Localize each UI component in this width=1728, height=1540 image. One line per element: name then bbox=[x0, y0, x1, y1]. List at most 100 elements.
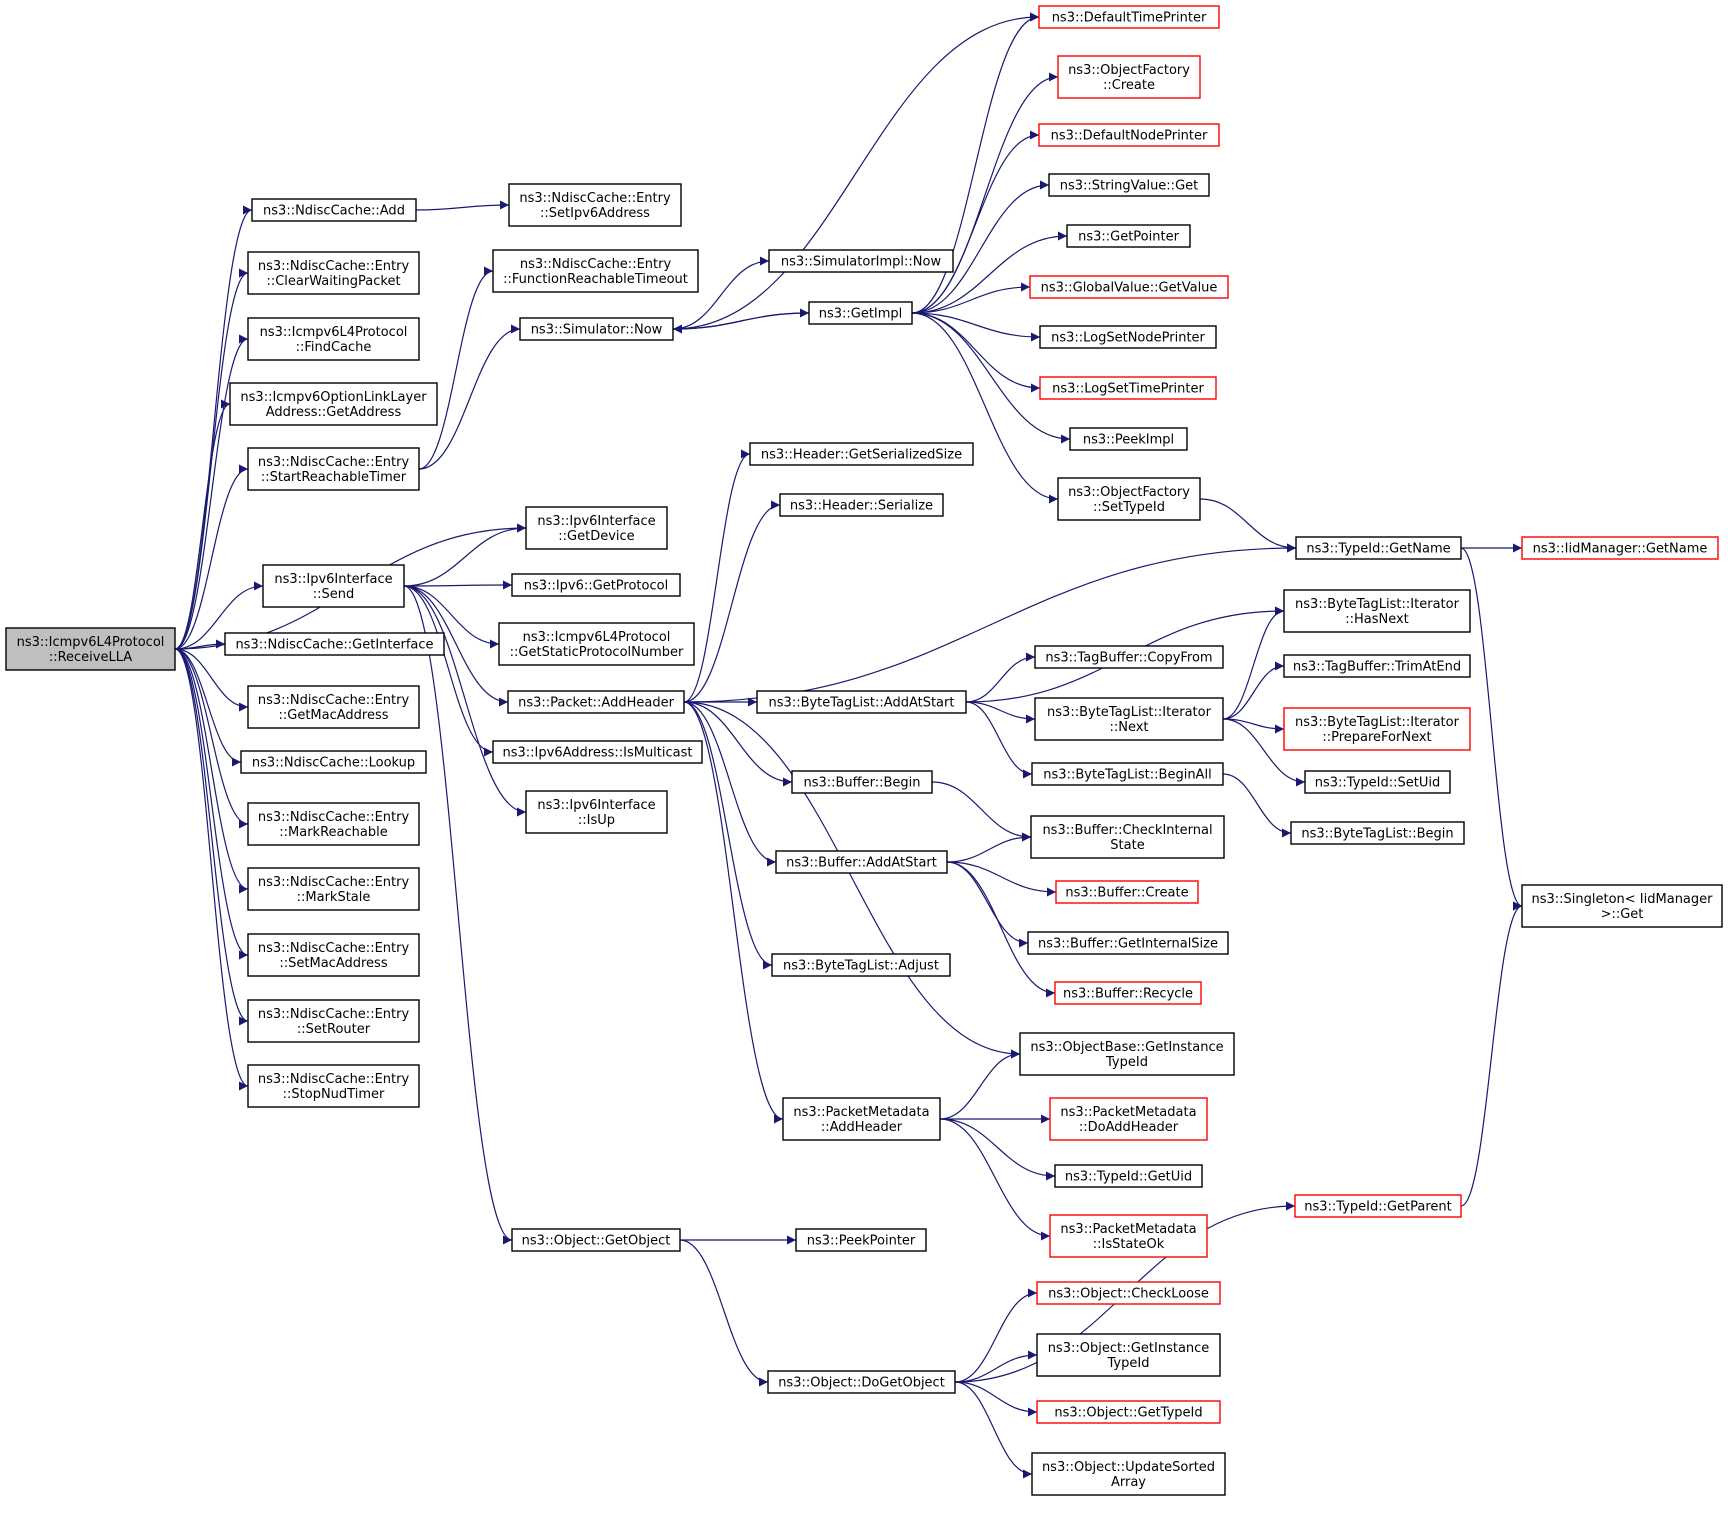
node-label: ns3::ObjectFactory bbox=[1068, 63, 1190, 78]
node-box bbox=[247, 447, 420, 491]
node-typeid-getparent[interactable]: ns3::TypeId::GetParent bbox=[1294, 1194, 1462, 1218]
node-entry-setrouter[interactable]: ns3::NdiscCache::Entry::SetRouter bbox=[247, 999, 420, 1043]
node-box bbox=[525, 506, 668, 550]
node-tagbuffer-trimatend[interactable]: ns3::TagBuffer::TrimAtEnd bbox=[1283, 654, 1471, 678]
node-tagbuffer-copyfrom[interactable]: ns3::TagBuffer::CopyFrom bbox=[1034, 645, 1224, 669]
node-receivella[interactable]: ns3::Icmpv6L4Protocol::ReceiveLLA bbox=[5, 627, 176, 671]
edge-line bbox=[683, 500, 781, 703]
node-label: ns3::DefaultNodePrinter bbox=[1051, 129, 1208, 144]
edge-line bbox=[939, 1118, 1056, 1181]
node-getpointer[interactable]: ns3::GetPointer bbox=[1066, 224, 1191, 248]
node-label: ns3::SimulatorImpl::Now bbox=[781, 255, 942, 270]
node-label: ns3::Icmpv6L4Protocol bbox=[17, 635, 165, 650]
node-bytetaglist-begin[interactable]: ns3::ByteTagList::Begin bbox=[1290, 821, 1465, 845]
edge-line bbox=[403, 585, 527, 817]
node-header-serialize[interactable]: ns3::Header::Serialize bbox=[779, 493, 944, 517]
node-objectfactory-settypeid[interactable]: ns3::ObjectFactory::SetTypeId bbox=[1057, 477, 1201, 521]
node-entry-setipv6[interactable]: ns3::NdiscCache::Entry::SetIpv6Address bbox=[508, 183, 682, 227]
node-buffer-addatstart[interactable]: ns3::Buffer::AddAtStart bbox=[775, 850, 948, 874]
node-peekimpl[interactable]: ns3::PeekImpl bbox=[1069, 427, 1188, 451]
node-label: ::MarkReachable bbox=[279, 825, 387, 840]
node-getimpl[interactable]: ns3::GetImpl bbox=[808, 301, 913, 325]
node-bytetaglist-addatstart[interactable]: ns3::ByteTagList::AddAtStart bbox=[756, 690, 967, 714]
node-logsetnodeprinter[interactable]: ns3::LogSetNodePrinter bbox=[1039, 325, 1217, 349]
node-ndisc-add[interactable]: ns3::NdiscCache::Add bbox=[251, 198, 417, 222]
node-simulator-now[interactable]: ns3::Simulator::Now bbox=[519, 317, 674, 341]
node-label: ::SetMacAddress bbox=[279, 956, 387, 971]
node-ipv6if-getdevice[interactable]: ns3::Ipv6Interface::GetDevice bbox=[525, 506, 668, 550]
node-defaulttimeprinter[interactable]: ns3::DefaultTimePrinter bbox=[1038, 5, 1220, 29]
node-ipv6if-send[interactable]: ns3::Ipv6Interface::Send bbox=[262, 564, 405, 608]
node-ipv6addr-ismulticast[interactable]: ns3::Ipv6Address::IsMulticast bbox=[492, 740, 703, 764]
edge-line bbox=[911, 282, 1031, 314]
node-logsettimeprinter[interactable]: ns3::LogSetTimePrinter bbox=[1039, 376, 1217, 400]
node-typeid-getname[interactable]: ns3::TypeId::GetName bbox=[1295, 536, 1462, 560]
node-label: ns3::TypeId::SetUid bbox=[1315, 776, 1440, 791]
node-entry-clearwaiting[interactable]: ns3::NdiscCache::Entry::ClearWaitingPack… bbox=[247, 251, 420, 295]
node-globalvalue-getvalue[interactable]: ns3::GlobalValue::GetValue bbox=[1029, 275, 1229, 299]
node-entry-funcreachable[interactable]: ns3::NdiscCache::Entry::FunctionReachabl… bbox=[492, 249, 699, 293]
node-label: ::SetTypeId bbox=[1093, 500, 1165, 515]
node-box bbox=[492, 249, 699, 293]
node-icmpv6-getstaticproto[interactable]: ns3::Icmpv6L4Protocol::GetStaticProtocol… bbox=[498, 622, 695, 666]
node-objectfactory-create[interactable]: ns3::ObjectFactory::Create bbox=[1057, 55, 1201, 99]
edge-line bbox=[911, 312, 1041, 393]
node-bytetaglist-adjust[interactable]: ns3::ByteTagList::Adjust bbox=[771, 953, 951, 977]
node-box bbox=[508, 183, 682, 227]
node-object-getobject[interactable]: ns3::Object::GetObject bbox=[511, 1228, 681, 1252]
node-entry-stopnud[interactable]: ns3::NdiscCache::Entry::StopNudTimer bbox=[247, 1064, 420, 1108]
node-packet-addheader[interactable]: ns3::Packet::AddHeader bbox=[507, 690, 685, 714]
node-packetmetadata-doaddheader[interactable]: ns3::PacketMetadata::DoAddHeader bbox=[1049, 1097, 1208, 1141]
node-header-getserializedsize[interactable]: ns3::Header::GetSerializedSize bbox=[749, 442, 974, 466]
edge-line bbox=[672, 312, 810, 334]
node-buffer-getinternalsize[interactable]: ns3::Buffer::GetInternalSize bbox=[1027, 931, 1229, 955]
node-buffer-begin[interactable]: ns3::Buffer::Begin bbox=[791, 770, 933, 794]
edge-line bbox=[174, 648, 249, 1026]
node-buffer-create[interactable]: ns3::Buffer::Create bbox=[1055, 880, 1199, 904]
node-iter-hasnext[interactable]: ns3::ByteTagList::Iterator::HasNext bbox=[1283, 589, 1471, 633]
node-label: ns3::Object::CheckLoose bbox=[1048, 1287, 1209, 1302]
node-bytetaglist-beginall[interactable]: ns3::ByteTagList::BeginAll bbox=[1031, 762, 1224, 786]
node-entry-markstale[interactable]: ns3::NdiscCache::Entry::MarkStale bbox=[247, 867, 420, 911]
edge-line bbox=[683, 701, 1021, 1059]
edge-ipv6if-send-to-object-getobject bbox=[403, 585, 513, 1245]
node-entry-setmac[interactable]: ns3::NdiscCache::Entry::SetMacAddress bbox=[247, 933, 420, 977]
node-singleton-get[interactable]: ns3::Singleton< IidManager>::Get bbox=[1521, 884, 1723, 928]
node-entry-getmac[interactable]: ns3::NdiscCache::Entry::GetMacAddress bbox=[247, 685, 420, 729]
node-iter-preparefornext[interactable]: ns3::ByteTagList::Iterator::PrepareForNe… bbox=[1283, 707, 1471, 751]
edge-typeid-getparent-to-singleton-get bbox=[1460, 901, 1523, 1207]
edge-line bbox=[683, 449, 751, 703]
node-packetmetadata-addheader[interactable]: ns3::PacketMetadata::AddHeader bbox=[782, 1097, 941, 1141]
node-iidmanager-getname[interactable]: ns3::IidManager::GetName bbox=[1521, 536, 1719, 560]
node-entry-startreachable[interactable]: ns3::NdiscCache::Entry::StartReachableTi… bbox=[247, 447, 420, 491]
node-ndisc-getinterface[interactable]: ns3::NdiscCache::GetInterface bbox=[224, 632, 445, 656]
node-typeid-getuid[interactable]: ns3::TypeId::GetUid bbox=[1054, 1164, 1203, 1188]
node-simimpl-now[interactable]: ns3::SimulatorImpl::Now bbox=[768, 249, 954, 273]
node-ndisc-lookup[interactable]: ns3::NdiscCache::Lookup bbox=[240, 750, 427, 774]
edge-object-dogetobject-to-object-getinstancetypeid bbox=[954, 1350, 1038, 1383]
node-defaultnodeprinter[interactable]: ns3::DefaultNodePrinter bbox=[1038, 123, 1220, 147]
node-packetmetadata-isstateok[interactable]: ns3::PacketMetadata::IsStateOk bbox=[1049, 1214, 1208, 1258]
node-iter-next[interactable]: ns3::ByteTagList::Iterator::Next bbox=[1034, 697, 1224, 741]
node-ipv6if-isup[interactable]: ns3::Ipv6Interface::IsUp bbox=[525, 790, 668, 834]
node-peekpointer[interactable]: ns3::PeekPointer bbox=[795, 1228, 927, 1252]
node-optlinklayer-getaddress[interactable]: ns3::Icmpv6OptionLinkLayerAddress::GetAd… bbox=[229, 382, 438, 426]
node-object-gettypeid[interactable]: ns3::Object::GetTypeId bbox=[1036, 1400, 1221, 1424]
edge-line bbox=[418, 324, 521, 470]
node-buffer-recycle[interactable]: ns3::Buffer::Recycle bbox=[1054, 981, 1202, 1005]
node-findcache[interactable]: ns3::Icmpv6L4Protocol::FindCache bbox=[247, 317, 420, 361]
node-box bbox=[247, 802, 420, 846]
node-object-checkloose[interactable]: ns3::Object::CheckLoose bbox=[1036, 1281, 1221, 1305]
node-box bbox=[1048, 173, 1210, 197]
node-typeid-setuid[interactable]: ns3::TypeId::SetUid bbox=[1304, 770, 1451, 794]
edge-line bbox=[954, 1381, 1038, 1417]
node-ipv6-getprotocol[interactable]: ns3::Ipv6::GetProtocol bbox=[511, 573, 681, 597]
edge-buffer-addatstart-to-buffer-checkinternal bbox=[946, 832, 1032, 863]
node-object-dogetobject[interactable]: ns3::Object::DoGetObject bbox=[767, 1370, 956, 1394]
node-stringvalue-get[interactable]: ns3::StringValue::Get bbox=[1048, 173, 1210, 197]
node-entry-markreachable[interactable]: ns3::NdiscCache::Entry::MarkReachable bbox=[247, 802, 420, 846]
